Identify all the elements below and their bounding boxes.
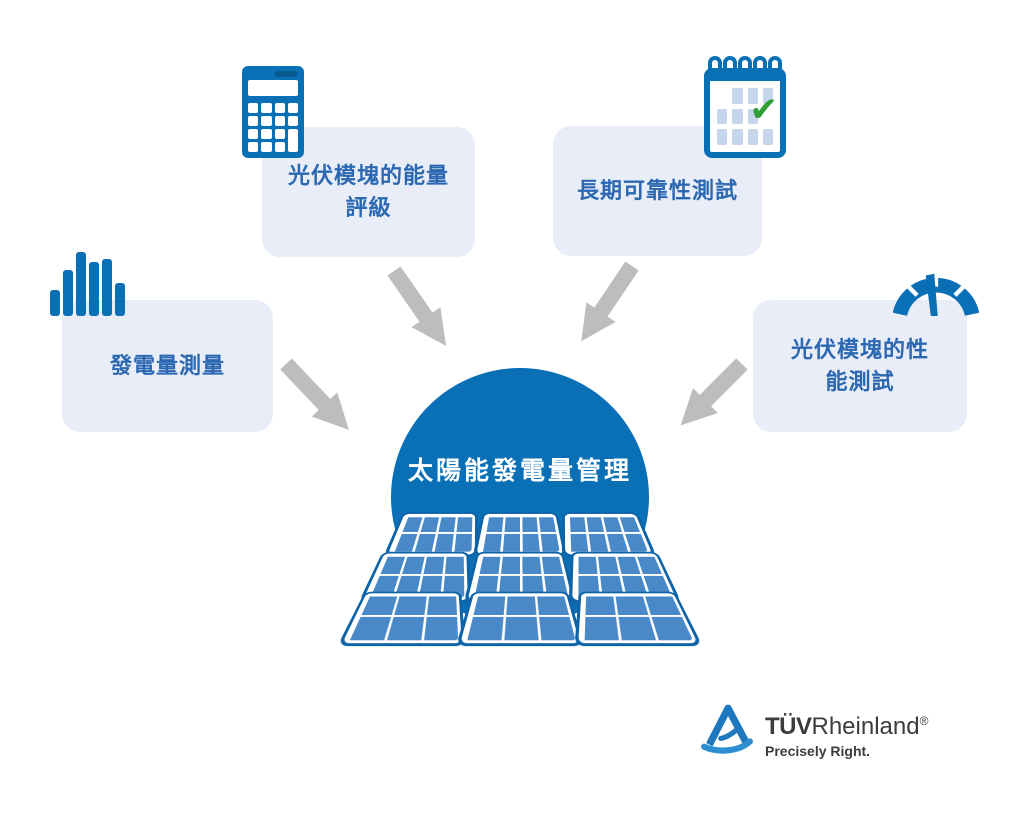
node-label: 發電量測量 [109,353,225,378]
node-pv-performance-test: 光伏模塊的性 能測試 [753,300,967,432]
gauge-icon [892,264,980,318]
check-icon: ✔ [749,91,779,129]
arrow-yield-measurement [280,358,349,430]
calendar-check-icon: ✔ [704,56,786,158]
calendar-grid [717,88,773,145]
node-label: 光伏模塊的能量 評級 [287,163,449,220]
calculator-keys [248,103,298,152]
tuv-rheinland-logo: TÜVRheinland® Precisely Right. [700,700,928,759]
node-label: 長期可靠性測試 [576,178,738,203]
solar-panel [342,593,462,644]
calculator-solar-strip [275,71,297,77]
node-yield-measurement: 發電量測量 [62,300,273,432]
logo-text: TÜVRheinland® Precisely Right. [765,700,929,760]
center-label: 太陽能發電量管理 [407,457,632,485]
logo-tagline: Precisely Right. [765,743,871,759]
arrow-reliability [581,261,639,342]
node-long-term-reliability: 長期可靠性測試 [553,126,762,256]
calendar-rings [708,56,782,75]
arrow-performance-test [680,358,748,426]
solar-panel [460,593,580,644]
node-label: 光伏模塊的性 能測試 [790,337,929,394]
calendar-frame: ✔ [704,68,786,158]
solar-panel [578,593,698,644]
calculator-display [248,80,298,96]
solar-panel-row-front [342,582,698,648]
arrow-energy-rating [387,266,447,347]
bar-chart-icon [50,250,128,316]
logo-wordmark: TÜVRheinland® [765,713,929,740]
calculator-icon [242,66,304,158]
tuv-triangle-icon [701,704,753,754]
